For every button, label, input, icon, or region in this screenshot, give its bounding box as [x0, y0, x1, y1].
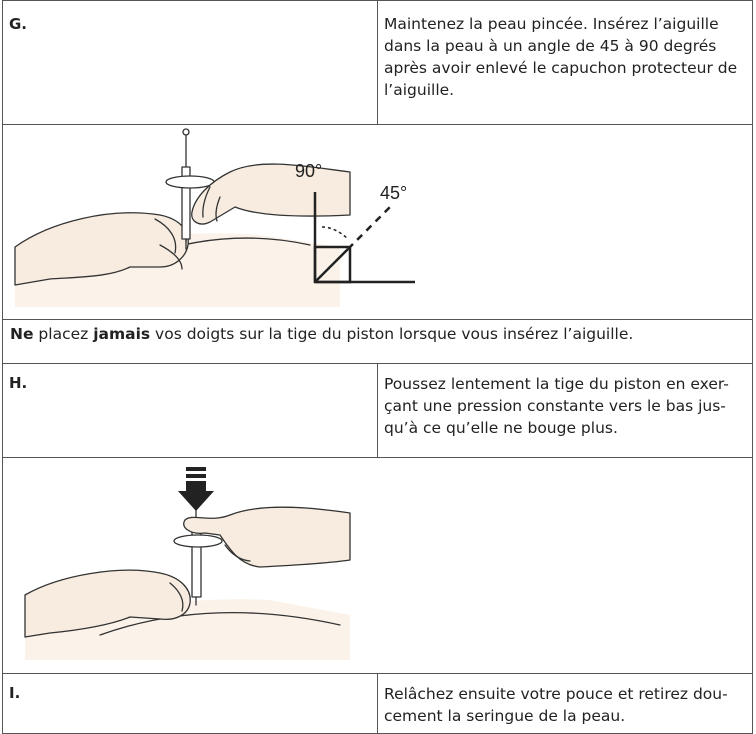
- table-border: [377, 0, 378, 124]
- table-border: [377, 363, 378, 457]
- table-border: [752, 0, 753, 734]
- plunger-push-illustration: [24, 467, 351, 660]
- text-line: qu’à ce qu’elle ne bouge plus.: [384, 419, 618, 437]
- text-line: cement la seringue de la peau.: [384, 707, 626, 725]
- angle-45-label: 45°: [380, 183, 407, 203]
- note-bold-ne: Ne: [10, 325, 34, 343]
- step-label-h: H.: [9, 374, 28, 392]
- text-line: après avoir enlevé le capuchon protecteu…: [384, 59, 738, 77]
- step-text-i: Relâchez ensuite votre pouce et retirez …: [384, 683, 728, 727]
- text-line: dans la peau à un angle de 45 à 90 degré…: [384, 37, 717, 55]
- text-line: l’aiguille.: [384, 81, 455, 99]
- table-border: [377, 673, 378, 734]
- table-border: [2, 0, 3, 734]
- note-text: vos doigts sur la tige du piston lorsque…: [150, 325, 634, 343]
- table-border: [2, 124, 753, 125]
- injection-angle-illustration: 90° 45°: [14, 128, 415, 307]
- note-text: placez: [33, 325, 94, 343]
- table-border: [2, 457, 753, 458]
- text-line: çant une pression constante vers le bas …: [384, 397, 726, 415]
- text-line: Relâchez ensuite votre pouce et retirez …: [384, 685, 728, 703]
- warning-note: Ne placez jamais vos doigts sur la tige …: [10, 325, 633, 343]
- text-line: Poussez lentement la tige du piston en e…: [384, 375, 729, 393]
- step-label-g: G.: [9, 15, 28, 33]
- text-line: Maintenez la peau pincée. Insérez l’aigu…: [384, 15, 719, 33]
- step-label-i: I.: [9, 684, 21, 702]
- step-text-g: Maintenez la peau pincée. Insérez l’aigu…: [384, 13, 737, 101]
- step-text-h: Poussez lentement la tige du piston en e…: [384, 373, 729, 439]
- angle-90-label: 90°: [295, 161, 322, 181]
- note-bold-jamais: jamais: [93, 325, 151, 343]
- table-border: [2, 319, 753, 320]
